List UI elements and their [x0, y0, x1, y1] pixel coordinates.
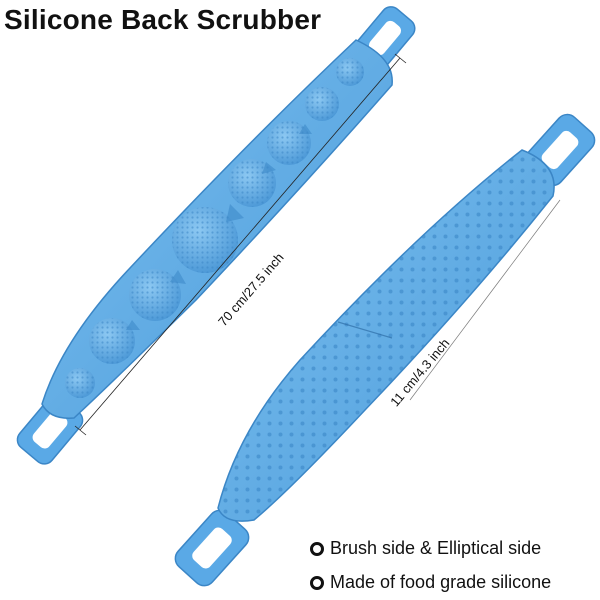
- length-dimension-line: [79, 57, 401, 431]
- ring-bullet-icon: [310, 575, 324, 590]
- brush-side-scrubber: [16, 6, 416, 465]
- width-dimension-line: [409, 199, 561, 401]
- feature-text: Made of food grade silicone: [330, 572, 552, 592]
- brush-pads: [65, 58, 364, 398]
- product-title: Silicone Back Scrubber: [4, 4, 322, 35]
- elliptical-side-scrubber: [174, 113, 596, 587]
- feature-text: Brush side & Elliptical side: [330, 538, 542, 558]
- feature-item: Brush side & Elliptical side: [310, 538, 541, 559]
- feature-item: Made of food grade silicone: [310, 572, 551, 593]
- ring-bullet-icon: [310, 541, 324, 556]
- elliptical-bumps: [218, 150, 555, 522]
